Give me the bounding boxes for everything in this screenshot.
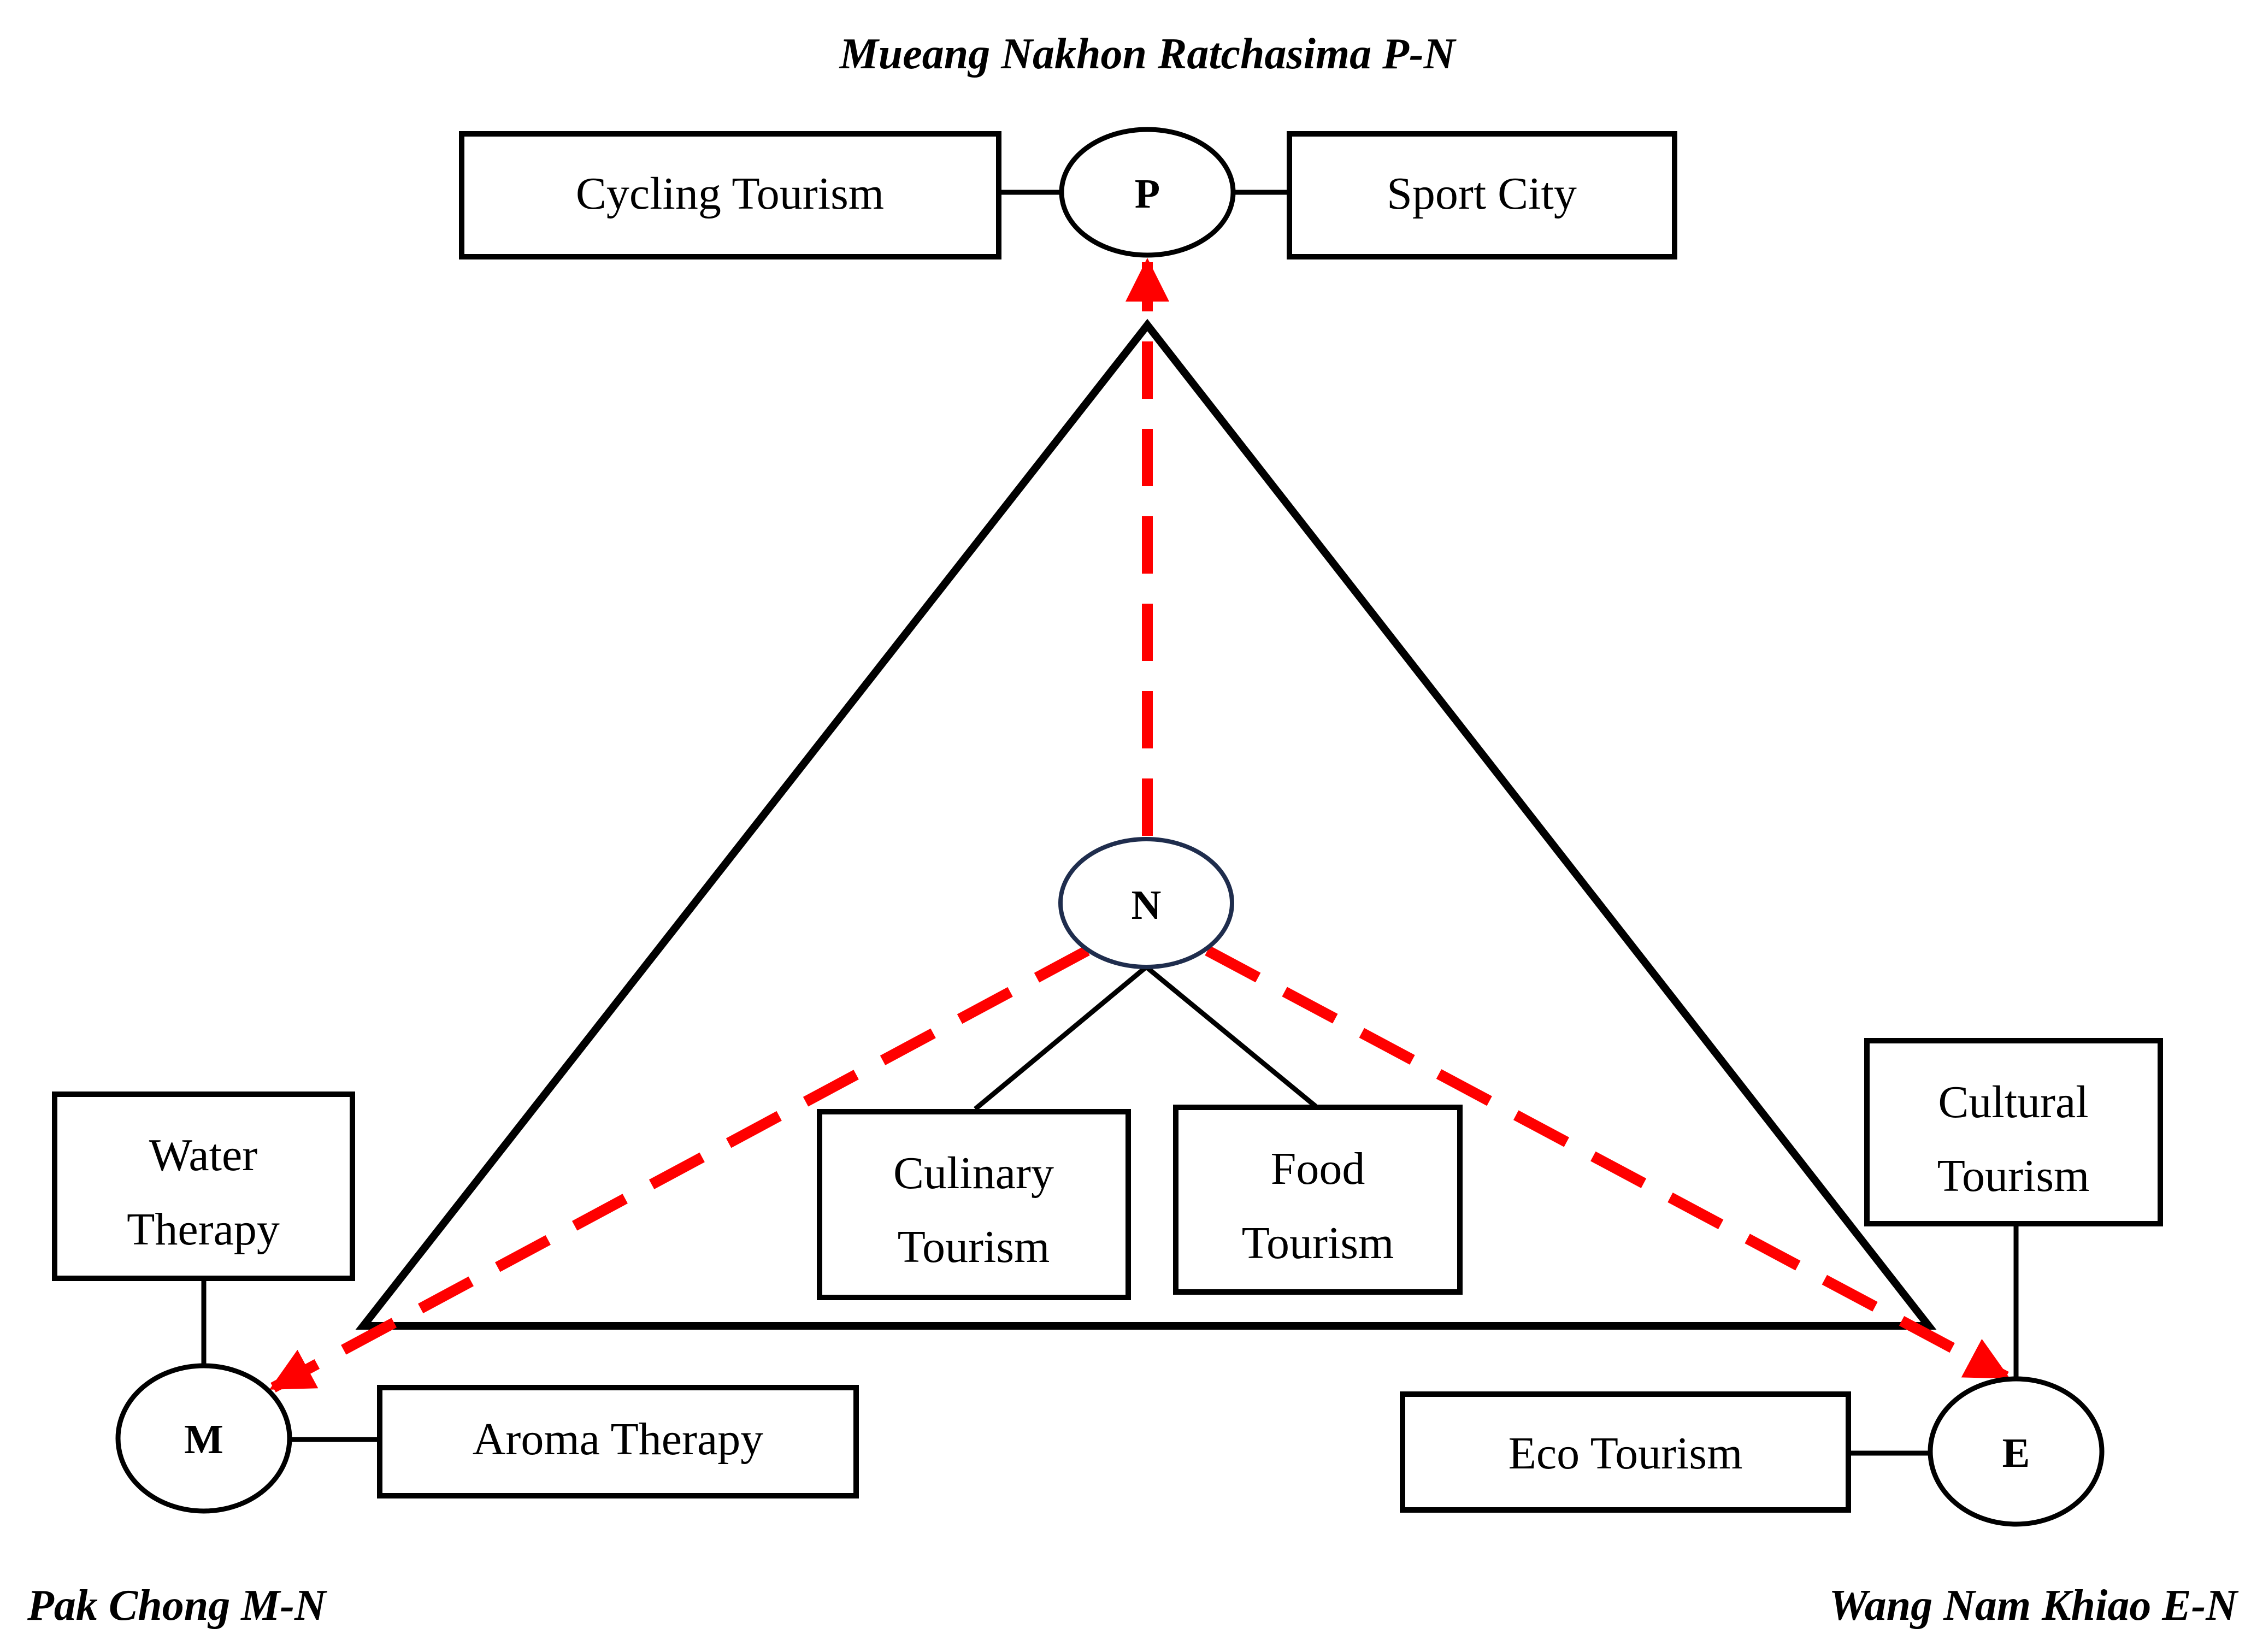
cultural-tourism-label-line2: Tourism — [1937, 1150, 2090, 1201]
box-cycling-tourism — [459, 131, 1001, 259]
node-e-letter: E — [2002, 1430, 2030, 1476]
culinary-tourism-label-line2: Tourism — [898, 1222, 1050, 1272]
box-aroma-therapy — [377, 1385, 859, 1498]
node-p — [1059, 127, 1236, 258]
water-therapy-label-line2: Therapy — [127, 1204, 280, 1255]
region-label-left: Pak Chong M-N — [27, 1582, 328, 1630]
box-water-therapy — [52, 1092, 355, 1281]
node-m-letter: M — [184, 1417, 223, 1462]
culinary-tourism-label-line1: Culinary — [893, 1148, 1054, 1199]
node-e — [1928, 1376, 2105, 1527]
food-tourism-label-line1: Food — [1271, 1143, 1365, 1194]
main-triangle — [355, 318, 1937, 1330]
eco-tourism-label: Eco Tourism — [1508, 1428, 1743, 1479]
box-culinary-tourism — [817, 1109, 1131, 1300]
region-label-top: Mueang Nakhon Ratchasima P-N — [839, 30, 1457, 78]
arrow-n-to-m — [269, 946, 1090, 1393]
box-eco-tourism — [1400, 1391, 1851, 1513]
box-cultural-tourism — [1864, 1038, 2163, 1226]
node-p-letter: P — [1135, 171, 1160, 217]
connector-n-culinary — [974, 965, 1148, 1111]
region-label-right: Wang Nam Khiao E-N — [1829, 1582, 2239, 1630]
node-n-letter: N — [1132, 882, 1162, 928]
cultural-tourism-label-line1: Cultural — [1938, 1077, 2088, 1128]
connector-n-food — [1145, 965, 1317, 1108]
sport-city-label: Sport City — [1387, 168, 1577, 219]
aroma-therapy-label: Aroma Therapy — [473, 1414, 764, 1465]
water-therapy-label-line1: Water — [149, 1130, 257, 1181]
box-food-tourism — [1173, 1105, 1463, 1295]
node-m — [115, 1363, 292, 1514]
food-tourism-label-line2: Tourism — [1242, 1218, 1394, 1268]
arrow-n-to-e — [1205, 946, 2011, 1382]
cycling-tourism-label: Cycling Tourism — [576, 168, 884, 219]
node-n — [1058, 837, 1234, 969]
box-sport-city — [1287, 131, 1677, 259]
